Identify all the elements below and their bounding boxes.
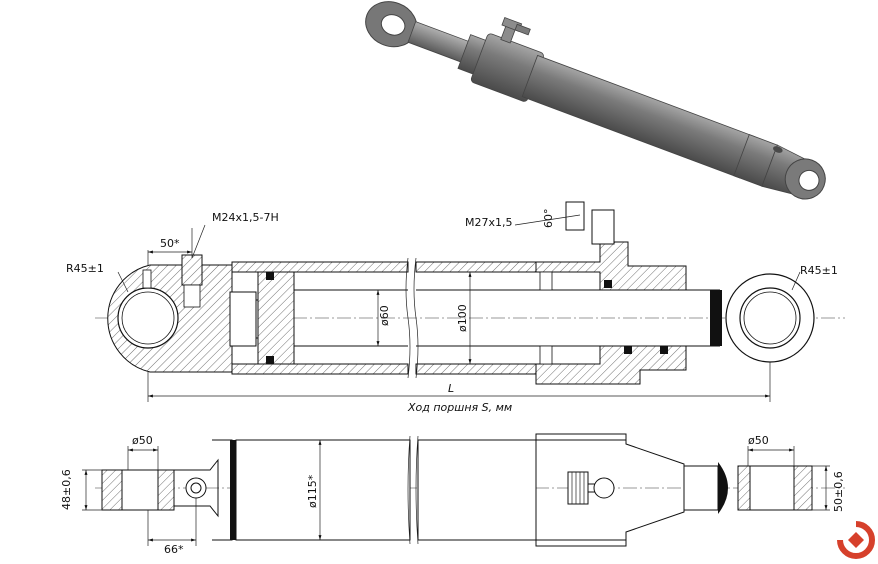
pulscen-logo <box>836 520 876 560</box>
label-radius-left: R45±1 <box>66 262 104 275</box>
external-view <box>82 433 845 547</box>
label-dia-115: ø115* <box>306 474 319 508</box>
label-width-48: 48±0,6 <box>60 469 73 510</box>
label-thread-rod-port: M24x1,5-7H <box>212 211 279 224</box>
label-length-L: L <box>448 382 454 395</box>
gland-bottom <box>535 345 687 385</box>
label-dia-100: ø100 <box>456 304 469 332</box>
label-width-50: 50±0,6 <box>832 471 845 512</box>
label-thread-cap-port: M27x1,5 <box>465 216 513 229</box>
label-dia-60: ø60 <box>378 305 391 326</box>
label-dia-50-right: ø50 <box>748 434 769 447</box>
label-dim-66: 66* <box>164 543 184 556</box>
section-view <box>95 201 845 402</box>
label-dia-50-left: ø50 <box>132 434 153 447</box>
gland-top <box>535 241 687 291</box>
cylinder-3d-render <box>365 1 826 200</box>
label-radius-right: R45±1 <box>800 264 838 277</box>
label-dim-50: 50* <box>160 237 180 250</box>
label-angle: 60° <box>542 209 555 229</box>
label-stroke: Ход поршня S, мм <box>407 401 512 414</box>
